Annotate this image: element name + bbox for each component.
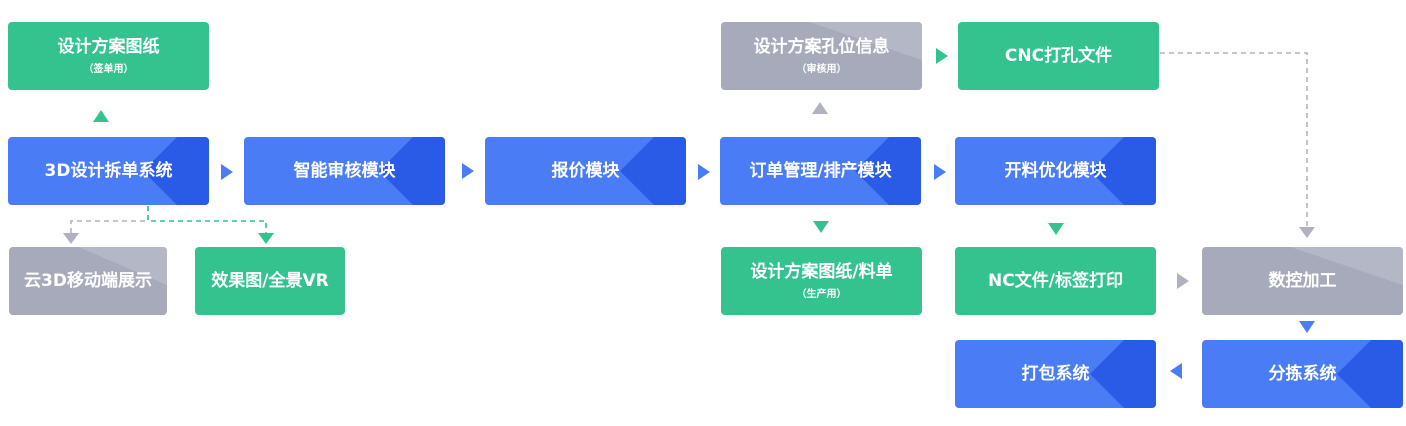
tab-shape (620, 137, 686, 205)
node-label: 数控加工 (1268, 271, 1337, 291)
node-label: 设计方案孔位信息 (753, 36, 890, 57)
node-label: 打包系统 (1021, 364, 1090, 384)
arrow-right-icon (934, 164, 946, 180)
node-label: 报价模块 (551, 161, 620, 181)
dashed-connector-render-vr (147, 206, 267, 236)
node-label: 3D设计拆单系统 (44, 161, 173, 181)
corner-shade (721, 22, 922, 90)
node-render-vr: 效果图/全景VR (195, 247, 345, 315)
arrow-right-icon (462, 163, 474, 179)
node-quote-module: 报价模块 (485, 137, 686, 205)
tab-shape (1337, 340, 1403, 408)
arrow-up-icon (812, 102, 828, 114)
node-label: 订单管理/排产模块 (749, 161, 892, 181)
tab-shape (1090, 340, 1156, 408)
node-nc-file: NC文件/标签打印 (955, 247, 1156, 315)
tab-shape (379, 137, 445, 205)
arrow-down-icon (1299, 227, 1315, 238)
arrow-right-icon (698, 164, 710, 180)
dashed-connector-cloud3d (70, 206, 149, 236)
node-sublabel: （签单用） (83, 63, 134, 75)
arrow-down-icon (258, 233, 274, 244)
arrow-down-icon (63, 233, 79, 244)
node-label: NC文件/标签打印 (988, 271, 1123, 291)
node-cnc-machining: 数控加工 (1202, 247, 1403, 315)
node-sublabel: （生产用） (796, 288, 847, 300)
node-label: 效果图/全景VR (211, 271, 329, 291)
arrow-down-icon (813, 221, 829, 233)
node-cnc-file: CNC打孔文件 (958, 22, 1159, 90)
node-label: 开料优化模块 (1004, 161, 1107, 181)
node-label: 云3D移动端展示 (24, 271, 152, 291)
node-label: 设计方案图纸/料单 (750, 261, 893, 282)
tab-shape (143, 137, 209, 205)
tab-shape (1090, 137, 1156, 205)
node-label: 智能审核模块 (293, 161, 396, 181)
node-hole-info: 设计方案孔位信息 （审核用） (721, 22, 922, 90)
arrow-left-icon (1170, 363, 1182, 379)
node-sublabel: （审核用） (796, 63, 847, 75)
node-cutting-module: 开料优化模块 (955, 137, 1156, 205)
node-sorting-system: 分拣系统 (1202, 340, 1403, 408)
arrow-right-icon (936, 48, 948, 64)
node-split-system: 3D设计拆单系统 (8, 137, 209, 205)
node-packing-system: 打包系统 (955, 340, 1156, 408)
arrow-right-icon (221, 164, 233, 180)
node-review-module: 智能审核模块 (244, 137, 445, 205)
node-cloud-3d: 云3D移动端展示 (9, 247, 167, 315)
arrow-right-icon (1177, 273, 1189, 289)
tab-shape (855, 137, 921, 205)
node-label: CNC打孔文件 (1004, 46, 1113, 66)
node-label: 分拣系统 (1268, 364, 1337, 384)
node-design-drawing-production: 设计方案图纸/料单 （生产用） (721, 247, 922, 315)
node-design-drawing-sign: 设计方案图纸 （签单用） (8, 22, 209, 90)
arrow-down-icon (1048, 223, 1064, 235)
node-order-module: 订单管理/排产模块 (720, 137, 921, 205)
node-label: 设计方案图纸 (57, 36, 160, 57)
corner-shade (1202, 247, 1403, 315)
arrow-up-icon (93, 110, 109, 122)
arrow-down-icon (1299, 321, 1315, 333)
dashed-connector-cnc (1160, 52, 1308, 228)
corner-shade (9, 247, 167, 315)
